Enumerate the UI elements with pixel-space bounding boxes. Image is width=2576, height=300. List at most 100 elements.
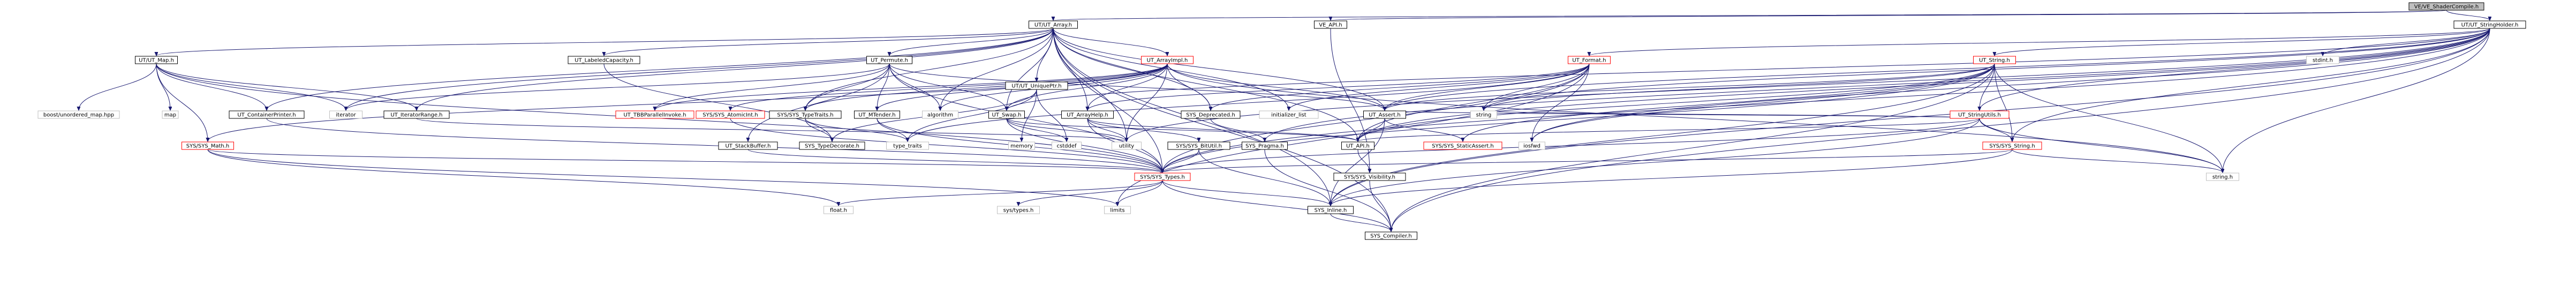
node-ut-map[interactable]: UT/UT_Map.h [135,56,178,64]
edge-sys_types-to-sys_inline [1162,180,1331,206]
edge-ut_uniqueptr-to-cstddef [1036,89,1067,141]
node-sys-staticassert[interactable]: SYS/SYS_StaticAssert.h [1423,141,1502,150]
node-label: SYS_Inline.h [1315,208,1347,214]
node-box [329,110,362,119]
node-ut-swap[interactable]: UT_Swap.h [988,110,1025,119]
node-ut-arrayimpl[interactable]: UT_ArrayImpl.h [1141,56,1193,64]
node-label: UT_Swap.h [992,112,1022,118]
edge-ut_format-to-sys_deprecated [1211,63,1590,110]
edge-ut_arrayhelp-to-ut_api [1087,118,1358,141]
edge-sys_types-to-systypes [1018,180,1163,206]
node-box [1423,141,1502,150]
node-ut-stringholder[interactable]: UT/UT_StringHolder.h [2453,20,2526,29]
edge-ut_stringholder-to-sys_string [2012,28,2490,141]
node-label: boost/unordered_map.hpp [43,112,114,118]
edge-ut_format-to-type_traits [908,63,1590,141]
node-label: initializer_list [1271,112,1306,118]
node-sys-compiler[interactable]: SYS_Compiler.h [1365,231,1417,240]
node-label: iosfwd [1523,144,1540,149]
edge-ut_stringholder-to-sys_compiler [1391,28,2490,231]
edge-ut_swap-to-utility [1006,118,1127,141]
node-label: UT_IteratorRange.h [390,112,442,118]
edge-ut_permute-to-ut_mtender [877,63,890,110]
node-ut-stringutils[interactable]: UT_StringUtils.h [1950,110,2010,119]
node-label: iterator [336,112,356,118]
edge-ut_stringutils-to-sys_string [1979,118,2012,141]
node-box [1363,110,1406,119]
edge-sys_types-to-limits [1117,180,1163,206]
node-ut-array[interactable]: UT/UT_Array.h [1029,20,1078,29]
node-label: type_traits [893,144,921,149]
node-label: SYS/SYS_AtomicInt.h [702,112,758,118]
node-sys-visibility[interactable]: SYS/SYS_Visibility.h [1333,172,1406,181]
node-label: UT_String.h [1979,58,2010,64]
node-box [997,206,1040,214]
node-box [615,110,694,119]
node-ut-assert[interactable]: UT_Assert.h [1363,110,1406,119]
edge-sys_bitutil-to-sys_inline [1198,149,1331,206]
edge-ut_format-to-ut_assert [1385,63,1590,110]
node-ut-uniqueptr[interactable]: UT/UT_UniquePtr.h [1005,81,1068,90]
node-box [2206,172,2239,181]
node-ve-api[interactable]: VE_API.h [1314,20,1347,29]
node-sys-string[interactable]: SYS/SYS_String.h [1982,141,2042,150]
edge-ut_stringholder-to-utility [1127,28,2490,141]
node-label: SYS_TypeDecorate.h [805,144,859,149]
node-sys-math[interactable]: SYS/SYS_Math.h [182,141,234,150]
node-ut-iteratorrange[interactable]: UT_IteratorRange.h [383,110,450,119]
node-sys-inline[interactable]: SYS_Inline.h [1308,206,1354,214]
edge-sys_math-to-sys_types [207,149,1162,172]
edge-ut_stringholder-to-ut_string [1995,28,2490,56]
node-sys-types[interactable]: SYS/SYS_Types.h [1134,172,1191,181]
node-sys-bitutil[interactable]: SYS/SYS_BitUtil.h [1167,141,1230,150]
node-label: stdint.h [2313,58,2333,64]
node-ut-stackbuffer[interactable]: UT_StackBuffer.h [718,141,778,150]
edge-ut_stringholder-to-stdint [2323,28,2490,56]
node-ut-containerprinter[interactable]: UT_ContainerPrinter.h [229,110,305,119]
edge-sys_string-to-sys_types [1162,149,2013,172]
node-string-h: string.h [2206,172,2239,181]
node-box [922,110,958,119]
edge-ut_stringholder-to-string [1484,28,2490,110]
node-box [568,56,640,64]
edge-ut_array-to-ut_assert [1053,28,1385,110]
node-sys-typedecorate[interactable]: SYS_TypeDecorate.h [799,141,865,150]
node-sys-pragma[interactable]: SYS_Pragma.h [1242,141,1288,150]
node-root[interactable]: VE/VE_ShaderCompile.h [2408,2,2484,11]
node-label: map [164,112,176,118]
node-box [1181,110,1241,119]
edge-ut_permute-to-ut_assert [889,63,1385,110]
node-sys-deprecated[interactable]: SYS_Deprecated.h [1181,110,1241,119]
node-sys-atomicint[interactable]: SYS/SYS_AtomicInt.h [696,110,765,119]
node-ut-permute[interactable]: UT_Permute.h [866,56,912,64]
edge-ut_map-to-ut_containerprinter [156,63,267,110]
edge-ut_string-to-iosfwd [1532,63,1995,141]
node-label: SYS/SYS_String.h [1989,144,2035,149]
node-label: UT_StackBuffer.h [725,144,770,149]
node-box [718,141,778,150]
edge-ut_stringholder-to-ut_api [1358,28,2490,141]
edge-sys_math-to-limits [207,149,1117,206]
node-ut-string[interactable]: UT_String.h [1973,56,2016,64]
node-box [1982,141,2042,150]
node-box [1008,141,1035,150]
edge-ut_stringutils-to-ut_api [1358,118,1980,141]
node-ut-mtender[interactable]: UT_MTender.h [854,110,900,119]
node-sys-typetraits[interactable]: SYS/SYS_TypeTraits.h [769,110,842,119]
node-ut-api[interactable]: UT_API.h [1341,141,1374,150]
node-ut-arrayhelp[interactable]: UT_ArrayHelp.h [1061,110,1114,119]
edge-ut_format-to-ut_api [1358,63,1590,141]
node-ut-format[interactable]: UT_Format.h [1568,56,1611,64]
node-ut-tbbparallel[interactable]: UT_TBBParallelInvoke.h [615,110,694,119]
node-box [1141,56,1193,64]
node-ut-labeledcap[interactable]: UT_LabeledCapacity.h [568,56,640,64]
edge-root-to-ut_array [1053,10,2447,20]
node-label: UT_Format.h [1572,58,1606,64]
edge-ut_array-to-ut_arrayimpl [1053,28,1167,56]
node-box [1314,20,1347,29]
edge-ut_string-to-sys_string [1994,63,2012,141]
edge-ut_permute-to-sys_types [889,63,1162,172]
node-algorithm: algorithm [922,110,958,119]
node-box [1519,141,1545,150]
